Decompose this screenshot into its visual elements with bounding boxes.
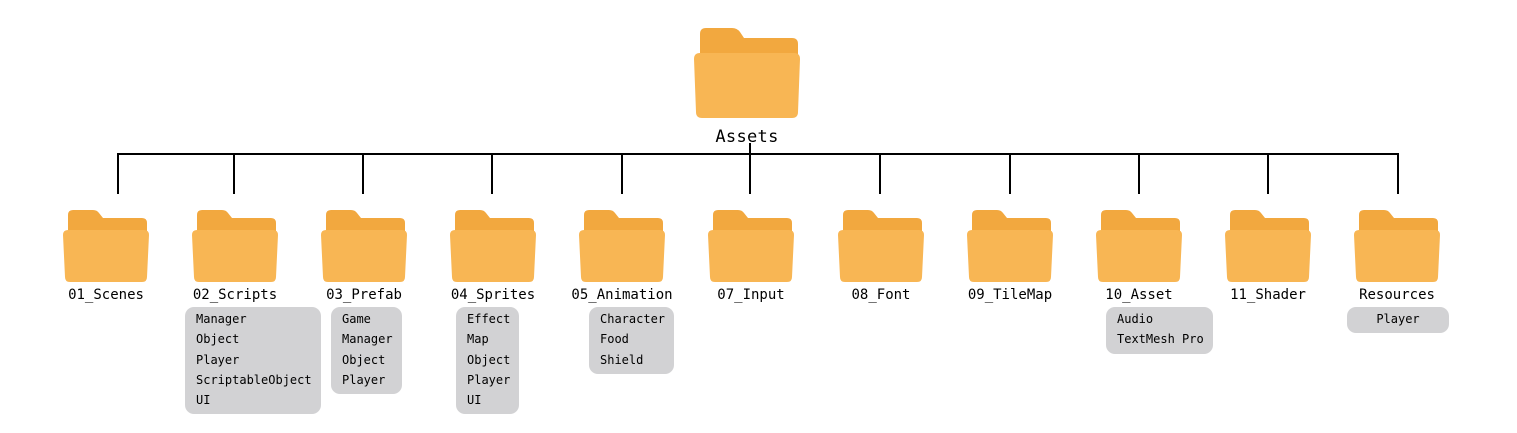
folder-05-animation[interactable]: 05_Animation Character Food Shield [571,209,675,429]
folder-icon [708,210,794,282]
subfolder-list: Game Manager Object Player [331,307,402,395]
subfolder-item[interactable]: Object [467,352,511,367]
folder-04-sprites[interactable]: 04_Sprites Effect Map Object Player UI [443,209,543,429]
folder-09-tilemap[interactable]: 09_TileMap [960,209,1060,429]
folder-icon [192,210,278,282]
folder-label: 11_Shader [1230,287,1306,303]
subfolder-item[interactable]: Player [342,372,386,387]
folder-icon [321,210,407,282]
folder-label: 05_Animation [571,287,673,303]
subfolder-item[interactable]: Manager [196,312,247,326]
subfolder-item[interactable]: Food [600,332,629,347]
folder-label: 09_TileMap [967,287,1053,303]
folder-resources[interactable]: Resources Player [1347,209,1449,429]
subfolder-item[interactable]: Shield [600,352,644,367]
subfolder-item[interactable]: TextMesh Pro [1117,332,1204,347]
subfolder-item[interactable]: Effect [467,312,511,326]
subfolder-list: Effect Map Object Player UI [456,307,520,415]
folder-08-font[interactable]: 08_Font [831,209,931,429]
subfolder-item[interactable]: Map [467,332,489,347]
subfolder-item[interactable]: Game [342,312,371,326]
folder-label: Resources [1359,287,1435,303]
subfolder-item[interactable]: Player [467,372,511,387]
subfolder-list: Manager Object Player ScriptableObject U… [185,307,321,415]
subfolder-item[interactable]: ScriptableObject [196,372,312,387]
subfolder-list: Player [1347,307,1449,334]
subfolder-item[interactable]: Manager [342,332,393,347]
subfolder-item[interactable]: Object [342,352,386,367]
folder-icon [694,28,800,118]
subfolder-list: Character Food Shield [589,307,675,374]
subfolder-item[interactable]: Character [600,312,666,326]
folder-07-input[interactable]: 07_Input [701,209,801,429]
folder-10-asset[interactable]: 10_Asset Audio TextMesh Pro [1089,209,1213,429]
subfolder-item[interactable]: UI [196,393,211,408]
subfolder-item[interactable]: UI [467,393,482,408]
folder-03-prefab[interactable]: 03_Prefab Game Manager Object Player [314,209,414,429]
subfolder-item[interactable]: Object [196,332,240,347]
folder-label: 03_Prefab [326,287,402,303]
folder-icon [1225,210,1311,282]
folder-11-shader[interactable]: 11_Shader [1218,209,1318,429]
folder-icon [967,210,1053,282]
folder-icon [450,210,536,282]
folder-icon [838,210,924,282]
child-connectors [117,154,1399,194]
folder-icon [63,210,149,282]
folder-label: 07_Input [717,287,785,303]
folder-02-scripts[interactable]: 02_Scripts Manager Object Player Scripta… [185,209,321,429]
root-label: Assets [715,127,779,147]
subfolder-item[interactable]: Player [196,352,240,367]
subfolder-item[interactable]: Audio [1117,312,1154,326]
folder-label: 04_Sprites [450,287,536,303]
folder-label: 02_Scripts [192,287,278,303]
subfolder-item[interactable]: Player [1376,312,1420,326]
folder-label: 08_Font [851,287,911,303]
folder-icon [1354,210,1440,282]
folder-01-scenes[interactable]: 01_Scenes [56,209,156,429]
folder-icon [1096,210,1182,282]
folder-label: 10_Asset [1105,287,1173,303]
folder-label: 01_Scenes [68,287,144,303]
folder-icon [579,210,665,282]
subfolder-list: Audio TextMesh Pro [1106,307,1213,354]
